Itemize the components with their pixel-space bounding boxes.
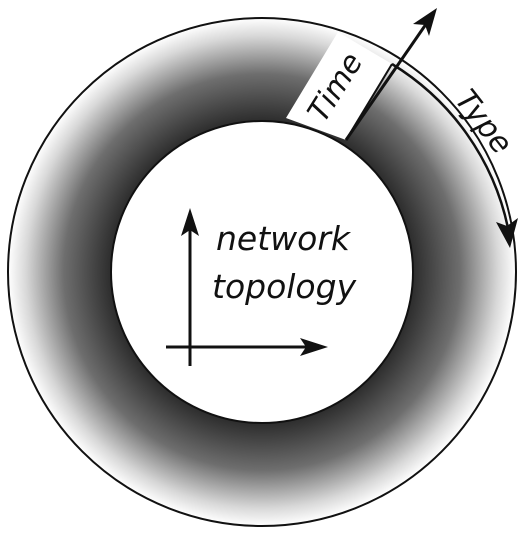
center-label-network: network xyxy=(216,219,352,258)
time-axis-arrow xyxy=(344,13,435,141)
topology-vertical-arrowhead xyxy=(181,208,199,236)
type-axis-arc xyxy=(391,62,510,229)
time-ring xyxy=(6,17,518,527)
type-axis-arrowhead xyxy=(496,218,518,248)
time-slit xyxy=(286,32,392,140)
time-axis-arrowhead xyxy=(413,8,437,36)
center-label-topology: topology xyxy=(212,267,357,306)
topology-horizontal-arrowhead xyxy=(300,338,328,356)
